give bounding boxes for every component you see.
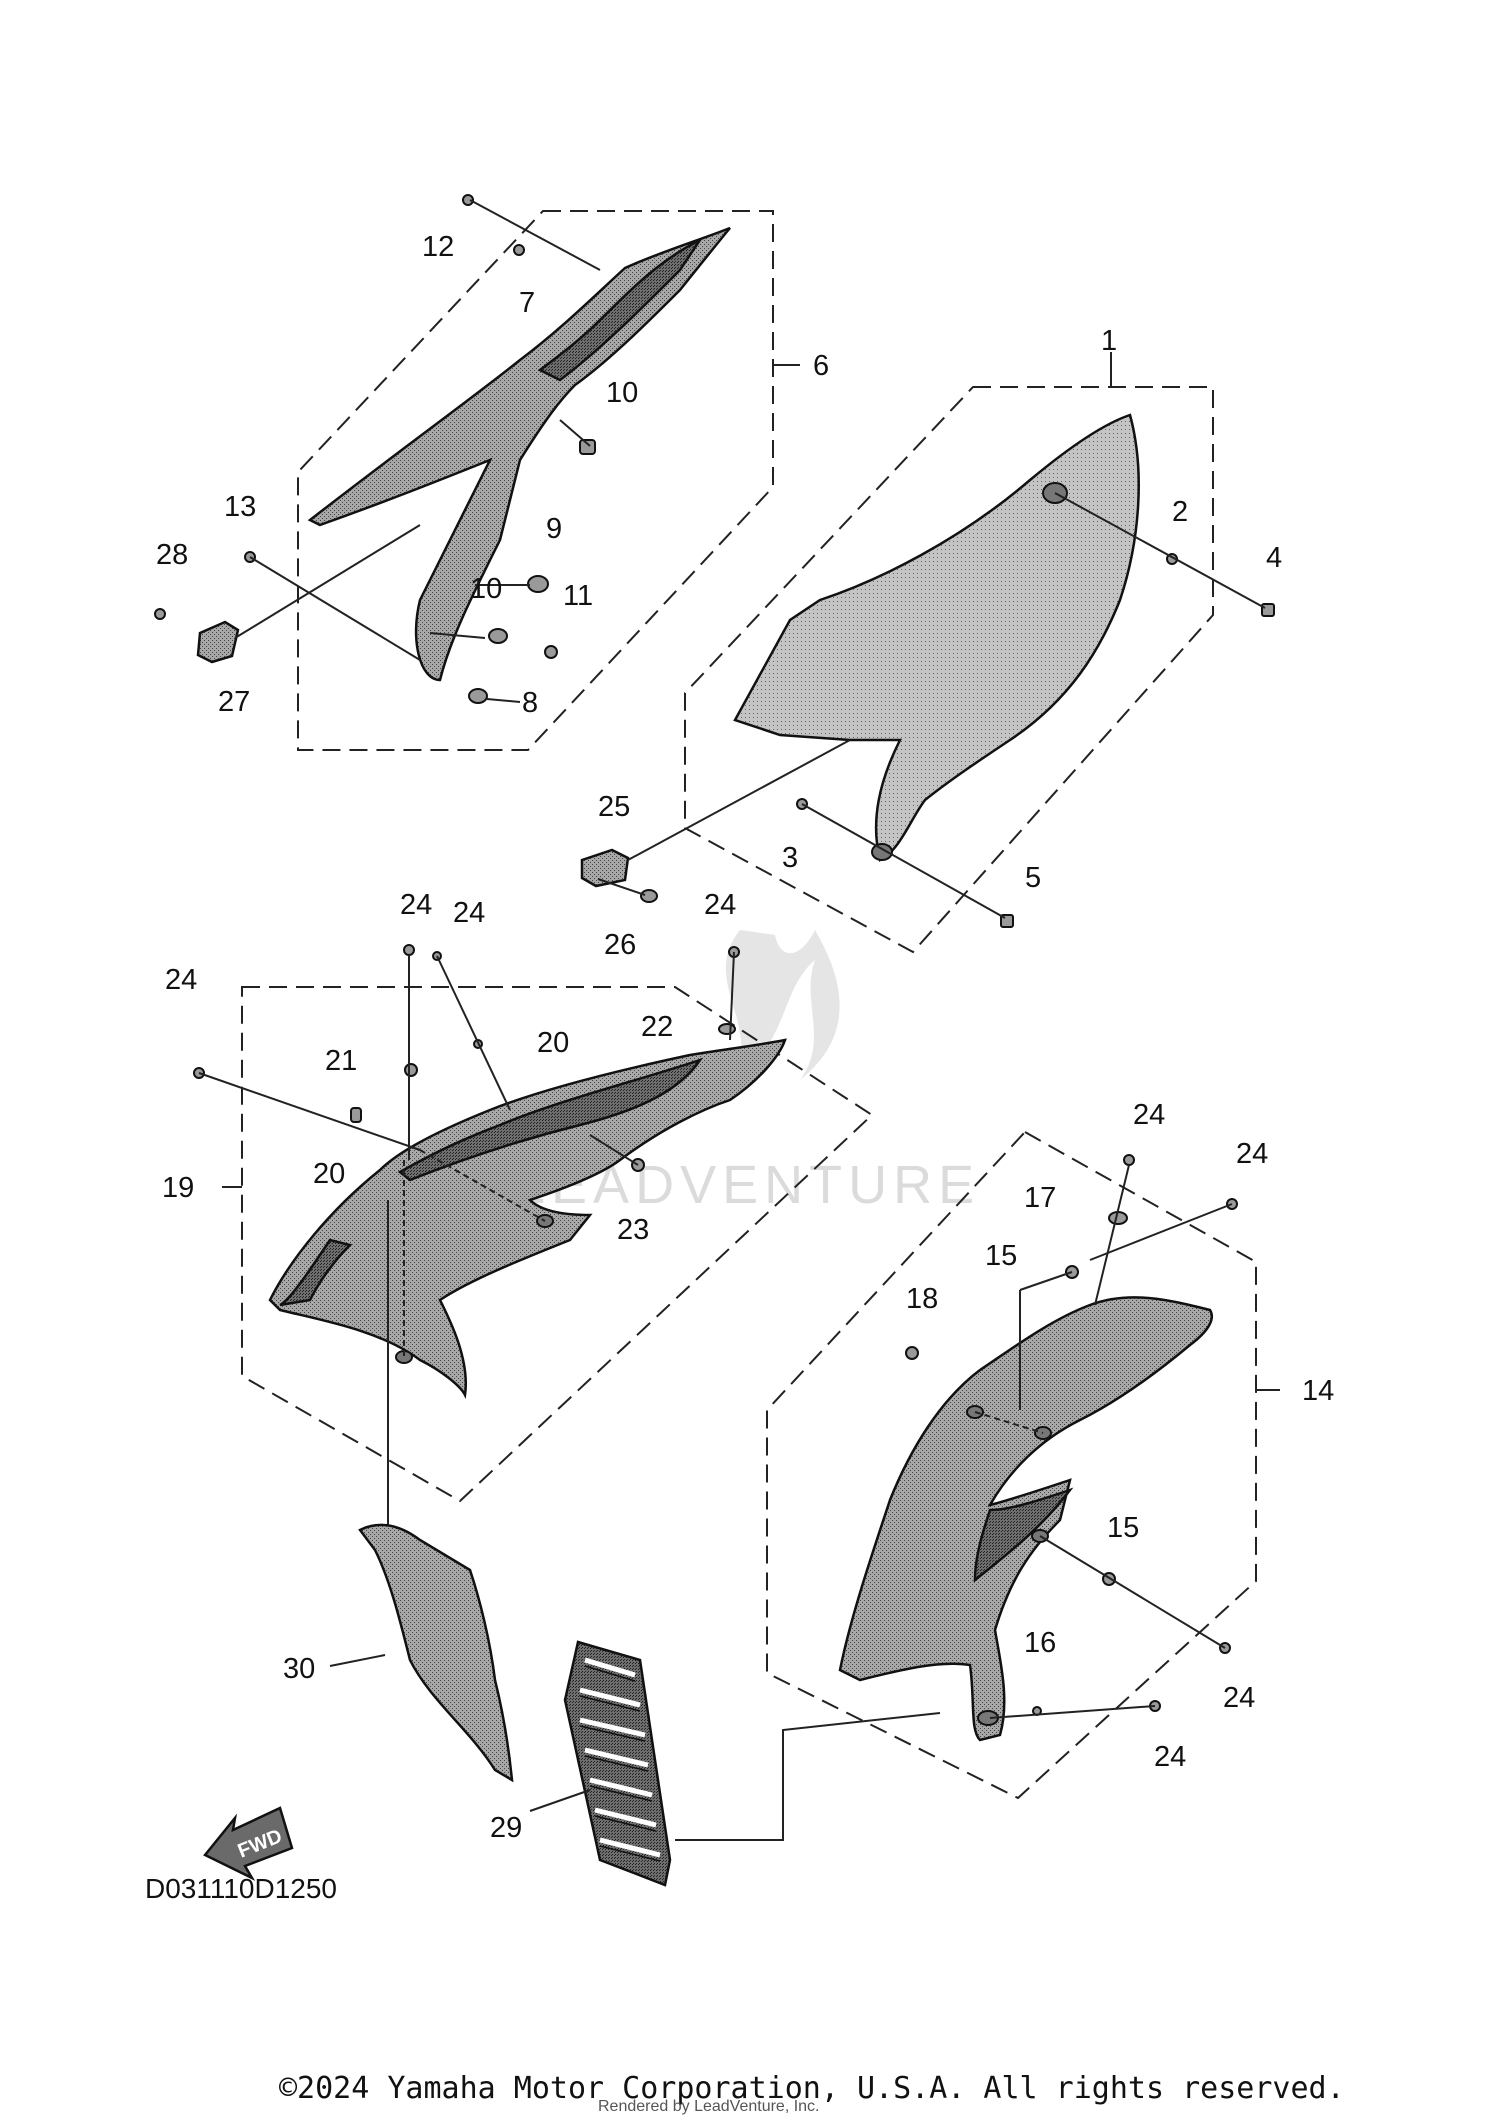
callout-7: 7 [519,287,535,319]
callout-24-g: 24 [1223,1682,1255,1714]
front-panel-part [268,1038,787,1400]
callout-5: 5 [1025,862,1041,894]
callout-23: 23 [617,1214,649,1246]
callout-labels: 1 2 3 4 5 6 7 8 9 10 10 11 12 13 14 15 1… [156,231,1334,1844]
callout-17: 17 [1024,1182,1056,1214]
callout-11: 11 [563,580,593,612]
callout-24-h: 24 [1154,1741,1186,1773]
callout-6: 6 [813,350,829,382]
group-19-assembly [193,944,874,1535]
callout-20-upper: 20 [537,1027,569,1059]
callout-22: 22 [641,1011,673,1043]
callout-15-upper: 15 [985,1240,1017,1272]
fwd-arrow-icon: FWD [203,1806,294,1881]
callout-2: 2 [1172,496,1188,528]
callout-24-f: 24 [1236,1138,1268,1170]
callout-12: 12 [422,231,454,263]
callout-10-upper: 10 [606,377,638,409]
callout-3: 3 [782,842,798,874]
callout-21: 21 [325,1045,357,1077]
callout-1: 1 [1101,325,1117,357]
callout-15-lower: 15 [1107,1512,1139,1544]
callout-30: 30 [283,1653,315,1685]
callout-24-a: 24 [400,889,432,921]
grille-part [563,1640,672,1887]
callout-14: 14 [1302,1375,1334,1407]
callout-16: 16 [1024,1627,1056,1659]
callout-27: 27 [218,686,250,718]
callout-19: 19 [162,1172,194,1204]
callout-24-c: 24 [165,964,197,996]
callout-9: 9 [546,513,562,545]
callout-13: 13 [224,491,256,523]
diagram-code: D031110D1250 [145,1873,337,1904]
tail-cowl-part [307,226,731,682]
callout-20-lower: 20 [313,1158,345,1190]
rendered-by-credit: Rendered by LeadVenture, Inc. [598,2098,820,2115]
callout-24-e: 24 [1133,1099,1165,1131]
air-duct-part [358,1523,514,1783]
callout-18: 18 [906,1283,938,1315]
group-14-assembly [675,1130,1280,1841]
callout-28: 28 [156,539,188,571]
group-6-assembly [154,194,800,751]
callout-10-lower: 10 [470,573,502,605]
side-cover-part [733,413,1140,862]
callout-25: 25 [598,791,630,823]
callout-29: 29 [490,1812,522,1844]
callout-8: 8 [522,687,538,719]
group-1-assembly [580,352,1275,954]
callout-24-d: 24 [704,889,736,921]
copyright-notice: ©2024 Yamaha Motor Corporation, U.S.A. A… [279,2071,1345,2106]
callout-24-b: 24 [453,897,485,929]
callout-4: 4 [1266,542,1282,574]
callout-26: 26 [604,929,636,961]
